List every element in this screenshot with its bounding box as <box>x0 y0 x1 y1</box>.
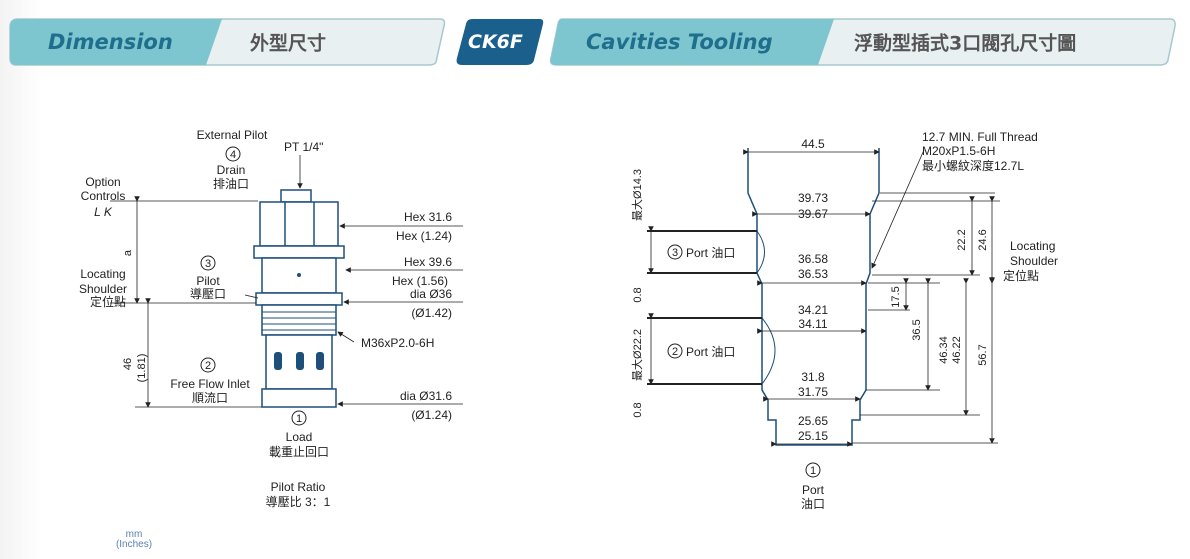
dim-08b: 0.8 <box>632 402 644 417</box>
cavity-port1-label: Port <box>802 483 825 497</box>
cavities-tab-shape <box>549 18 1176 66</box>
thread-note-line3: 最小螺紋深度12.7L <box>922 158 1024 173</box>
unit-inches: (Inches) <box>115 539 153 550</box>
port4-number: 4 <box>230 149 236 161</box>
port2-number: 2 <box>205 360 211 372</box>
dim-445: 44.5 <box>801 137 825 151</box>
port-markers <box>200 146 307 426</box>
load-label-zh: 載重止回口 <box>269 445 329 459</box>
unit-legend: mm (Inches) <box>104 530 164 550</box>
dim-3411: 34.11 <box>798 317 827 331</box>
cavities-title-zh: 浮動型插式3口閥孔尺寸圖 <box>854 32 1077 55</box>
dim-08a: 0.8 <box>632 287 644 302</box>
shoulder-label: Shoulder <box>79 282 127 296</box>
cavities-tab[interactable]: Cavities Tooling 浮動型插式3口閥孔尺寸圖 <box>548 18 1178 66</box>
cavity-port2-label: Port 油口 <box>686 345 735 359</box>
cavity-shoulder-label: Shoulder <box>1010 254 1058 268</box>
cavity-port2-number: 2 <box>672 346 678 358</box>
left-extension-lines <box>110 196 262 408</box>
dim-2515: 25.15 <box>798 429 828 443</box>
thread-note-line2: M20xP1.5-6H <box>922 144 995 158</box>
hex-156: Hex (1.56) <box>392 274 448 288</box>
dimension-tab-shape <box>9 18 446 66</box>
right-vertical-dims <box>852 149 1000 444</box>
pilot-ratio-label: Pilot Ratio <box>271 480 326 494</box>
dia-36: dia Ø36 <box>410 287 452 301</box>
dimension-title-zh: 外型尺寸 <box>250 32 327 55</box>
dia-142: (Ø1.42) <box>411 306 452 320</box>
locating-label-zh: 定位點 <box>90 294 126 309</box>
valve-cross-holes <box>274 273 324 370</box>
model-code: CK6F <box>468 31 523 53</box>
cavities-title: Cavities Tooling <box>586 30 773 54</box>
hex-396: Hex 39.6 <box>404 255 452 269</box>
hex-124: Hex (1.24) <box>396 229 452 243</box>
cavity-port3-label: Port 油口 <box>686 246 735 260</box>
locating-label: Locating <box>80 267 125 281</box>
dimension-tab[interactable]: Dimension 外型尺寸 <box>8 18 448 66</box>
pilot-label: Pilot <box>196 274 220 288</box>
cavity-port-markers <box>667 244 821 478</box>
max-222: 最大Ø22.2 <box>630 329 644 381</box>
cavity-port3-number: 3 <box>672 247 678 259</box>
dim-3658: 36.58 <box>798 252 828 266</box>
dim-175: 17.5 <box>890 286 902 307</box>
cavity-locating-label: Locating <box>1010 239 1055 253</box>
dimension-title: Dimension <box>48 30 173 54</box>
thread-note-line1: 12.7 MIN. Full Thread <box>922 130 1038 144</box>
dim-365: 36.5 <box>911 319 923 340</box>
dia-316: dia Ø31.6 <box>400 389 452 403</box>
port3-number: 3 <box>205 258 211 270</box>
dim-4634: 46.34 <box>938 336 950 364</box>
pt-label: PT 1/4" <box>284 140 323 154</box>
thread-spec: M36xP2.0-6H <box>361 336 434 350</box>
pilot-label-zh: 導壓口 <box>190 287 226 301</box>
option-label: Option <box>85 175 120 189</box>
option-codes: L K <box>94 205 113 219</box>
dim-3973: 39.73 <box>798 191 828 205</box>
dim-4622: 46.22 <box>951 336 963 364</box>
dia-124: (Ø1.24) <box>411 408 452 422</box>
port-arcs <box>756 230 776 385</box>
port-cross-hatch <box>647 230 762 385</box>
dim-222: 22.2 <box>956 229 968 250</box>
cavity-dimension-drawing: 44.5 12.7 MIN. Full Thread M20xP1.5-6H 最… <box>630 130 1058 511</box>
dim-181: (1.81) <box>136 354 148 383</box>
pilot-ratio-value: 導壓比 3：1 <box>266 495 331 509</box>
load-label: Load <box>286 430 313 444</box>
dim-46: 46 <box>122 358 134 370</box>
dim-a-label: a <box>122 249 134 256</box>
dim-3653: 36.53 <box>798 267 828 281</box>
page-edge-shading <box>0 0 42 559</box>
valve-dimension-drawing: 4 3 2 1 External Pilot PT 1/4" Drain 排油口… <box>79 128 463 509</box>
dim-3967: 39.67 <box>798 207 828 221</box>
max-143: 最大Ø14.3 <box>630 169 644 221</box>
dim-3175: 31.75 <box>798 385 828 399</box>
dim-318: 31.8 <box>801 370 825 384</box>
model-badge-shape <box>456 19 544 65</box>
cavity-port1-label-zh: 油口 <box>801 497 825 511</box>
controls-label: Controls <box>81 189 126 203</box>
drain-label: Drain <box>217 163 246 177</box>
port1-number: 1 <box>296 413 302 425</box>
dim-567: 56.7 <box>977 344 989 365</box>
drain-label-zh: 排油口 <box>213 177 249 191</box>
width-dimensions <box>743 149 880 447</box>
cavity-port1-number: 1 <box>810 465 816 477</box>
free-flow-label-zh: 順流口 <box>192 391 228 405</box>
dim-2565: 25.65 <box>798 414 828 428</box>
free-flow-label: Free Flow Inlet <box>170 377 250 391</box>
dim-246: 24.6 <box>977 229 989 250</box>
model-badge: CK6F <box>454 18 544 66</box>
right-leader-lines <box>244 155 463 407</box>
unit-mm: mm <box>125 529 143 540</box>
valve-body <box>253 189 345 408</box>
dim-3421: 34.21 <box>798 303 828 317</box>
valve-thread <box>262 311 336 331</box>
hex-316: Hex 31.6 <box>404 210 452 224</box>
external-pilot-label: External Pilot <box>197 128 268 142</box>
cavity-locating-label-zh: 定位點 <box>1003 268 1039 283</box>
